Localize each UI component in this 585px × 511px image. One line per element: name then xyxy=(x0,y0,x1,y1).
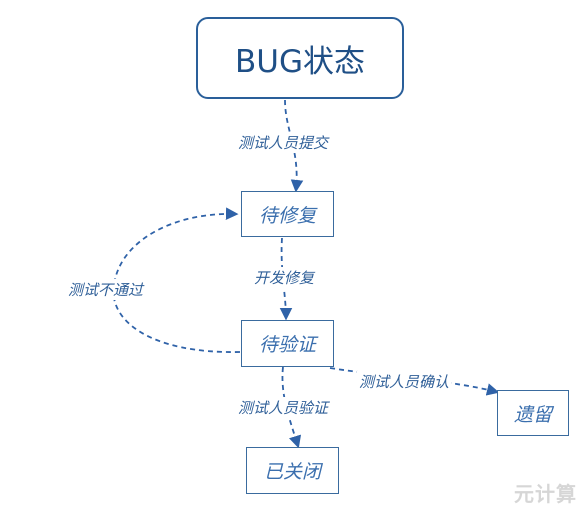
edge-fix xyxy=(279,237,293,321)
node-pending-fix: 待修复 xyxy=(241,191,334,237)
node-left-over: 遗留 xyxy=(497,390,569,436)
node-pending-verify: 待验证 xyxy=(241,320,334,367)
edge-fail xyxy=(112,207,241,353)
label-dev-fix: 开发修复 xyxy=(252,267,317,288)
label-tester-verify: 测试人员验证 xyxy=(236,397,331,418)
label-tester-confirm: 测试人员确认 xyxy=(357,371,452,392)
node-closed: 已关闭 xyxy=(246,447,339,494)
label-tester-submit: 测试人员提交 xyxy=(236,132,331,153)
label-tester-fail: 测试不通过 xyxy=(66,279,146,300)
diagram-title: BUG状态 xyxy=(196,17,404,99)
watermark: 元计算 xyxy=(514,482,577,506)
